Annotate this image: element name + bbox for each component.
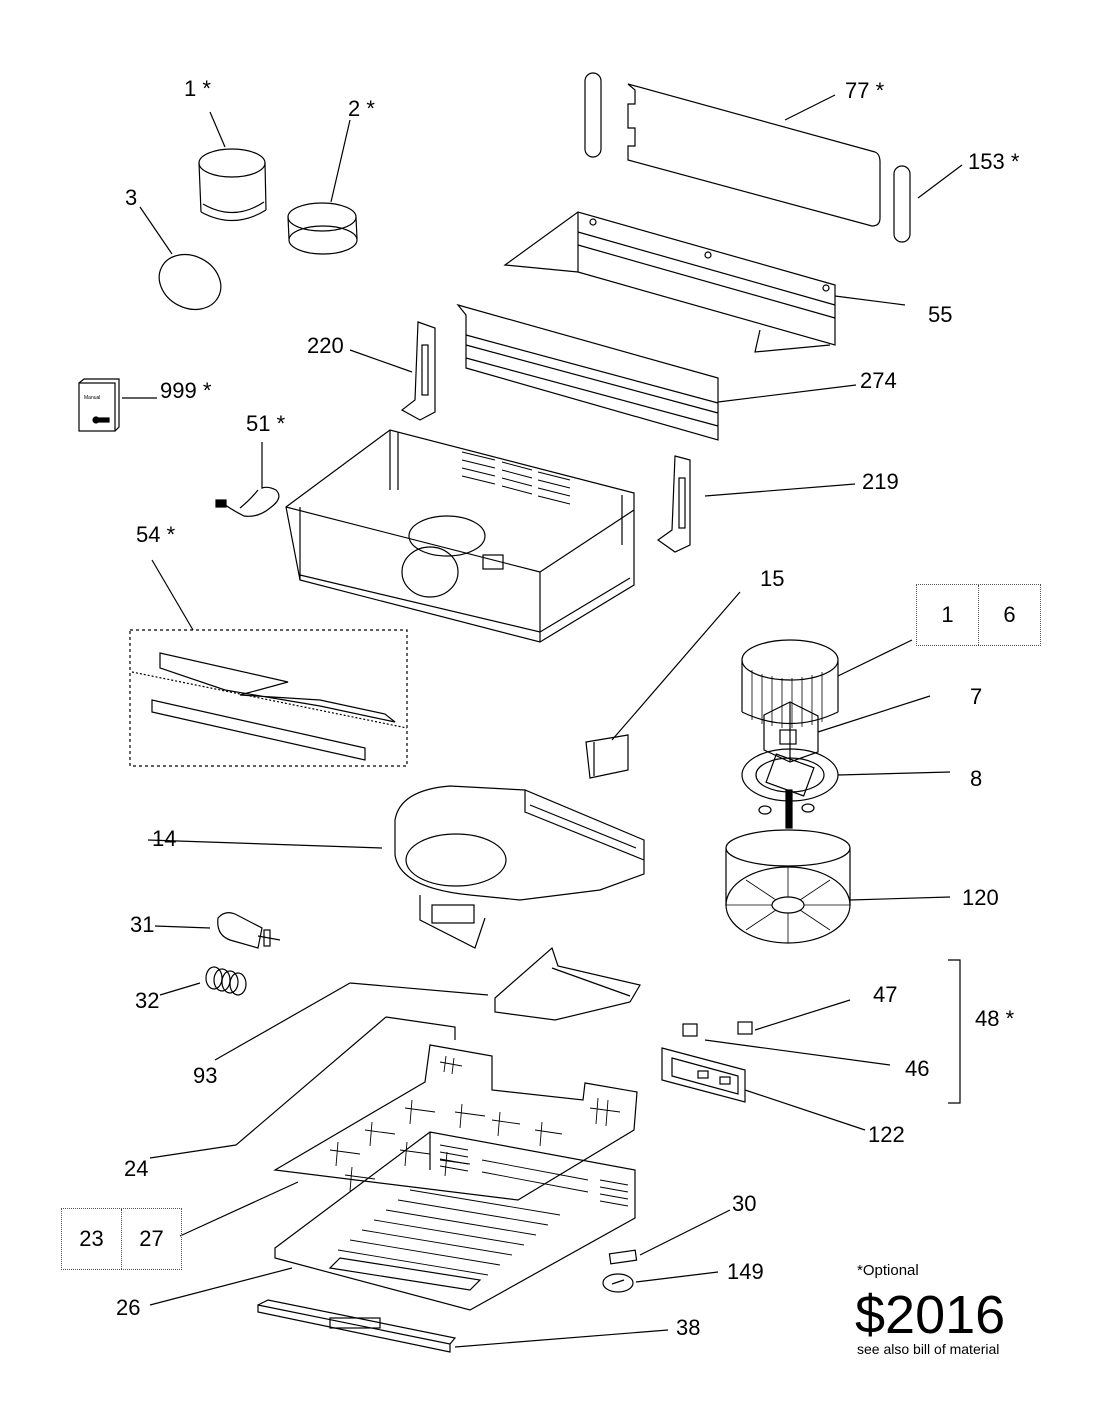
group-box-blower-part-b: 6 xyxy=(978,585,1040,645)
part-7-motor xyxy=(763,695,931,763)
label-part-274: 274 xyxy=(860,368,897,393)
label-part-3: 3 xyxy=(125,185,138,210)
label-part-1: 1 * xyxy=(184,76,211,101)
label-part-220: 220 xyxy=(307,333,344,358)
label-part-120: 120 xyxy=(962,885,999,910)
label-part-999: 999 * xyxy=(160,378,212,403)
group-box-grille-part-a: 23 xyxy=(79,1226,104,1251)
label-part-54: 54 * xyxy=(136,522,176,547)
part-220-side-bracket xyxy=(349,321,436,421)
part-54-optional-kit xyxy=(129,559,408,767)
label-part-122: 122 xyxy=(868,1122,905,1147)
optional-note: *Optional xyxy=(857,1262,919,1279)
part-153-spacers xyxy=(584,72,963,243)
label-part-14: 14 xyxy=(152,826,177,851)
label-part-149: 149 xyxy=(727,1259,764,1284)
group-box-blower: 1 6 xyxy=(916,584,1041,646)
label-part-55: 55 xyxy=(928,302,953,327)
part-31-socket xyxy=(154,912,281,949)
label-part-48: 48 * xyxy=(975,1006,1015,1031)
part-30-holder xyxy=(608,1209,731,1265)
part-2-damper-collar xyxy=(287,119,358,255)
label-part-47: 47 xyxy=(873,982,898,1007)
part-24-filter xyxy=(149,1016,638,1201)
manual-cover-text: Manual xyxy=(84,395,100,401)
part-122-switch-panel xyxy=(661,1047,866,1131)
part-149-knob xyxy=(602,1271,719,1293)
label-part-38: 38 xyxy=(676,1315,701,1340)
bill-of-material-note: see also bill of material xyxy=(857,1341,1000,1357)
part-1-duct-collar xyxy=(198,111,267,222)
part-38-lens xyxy=(257,1299,669,1353)
group-box-grille-part-b: 27 xyxy=(121,1209,181,1269)
part-26-grille xyxy=(149,1131,636,1311)
label-part-93: 93 xyxy=(193,1063,218,1088)
part-93-bracket xyxy=(214,946,641,1061)
part-219-side-bracket xyxy=(656,455,856,553)
label-part-153: 153 * xyxy=(968,149,1020,174)
label-part-7: 7 xyxy=(970,684,983,709)
part-14-transition xyxy=(147,785,645,949)
part-15-bracket xyxy=(585,591,741,779)
group-box-grille: 23 27 xyxy=(61,1208,182,1270)
label-part-2: 2 * xyxy=(348,96,375,121)
hood-body xyxy=(285,429,635,643)
label-part-24: 24 xyxy=(124,1156,149,1181)
label-part-31: 31 xyxy=(130,912,155,937)
label-part-8: 8 xyxy=(970,766,983,791)
part-3-damper-plate xyxy=(139,206,222,311)
part-32-spring xyxy=(159,966,247,996)
part-274-rear-panel xyxy=(456,303,857,441)
part-55-top-bracket xyxy=(503,211,906,353)
label-part-51: 51 * xyxy=(246,411,286,436)
part-51-power-cord xyxy=(215,442,280,517)
part-8-motor-plate xyxy=(741,748,951,829)
label-part-32: 32 xyxy=(135,988,160,1013)
label-part-46: 46 xyxy=(905,1056,930,1081)
part-120-housing xyxy=(725,829,951,944)
part-77-back-panel xyxy=(627,83,881,227)
price-total: $2016 xyxy=(855,1285,1006,1345)
label-part-30: 30 xyxy=(732,1191,757,1216)
part-48-bracket-line xyxy=(948,959,961,1104)
label-part-15: 15 xyxy=(760,566,785,591)
part-999-manual xyxy=(78,378,157,432)
label-part-219: 219 xyxy=(862,469,899,494)
part-blower-wheel xyxy=(741,639,913,728)
part-46-47-switches xyxy=(682,999,891,1066)
group-box-blower-part-a: 1 xyxy=(941,602,954,627)
label-part-77: 77 * xyxy=(845,78,885,103)
label-part-26: 26 xyxy=(116,1295,141,1320)
